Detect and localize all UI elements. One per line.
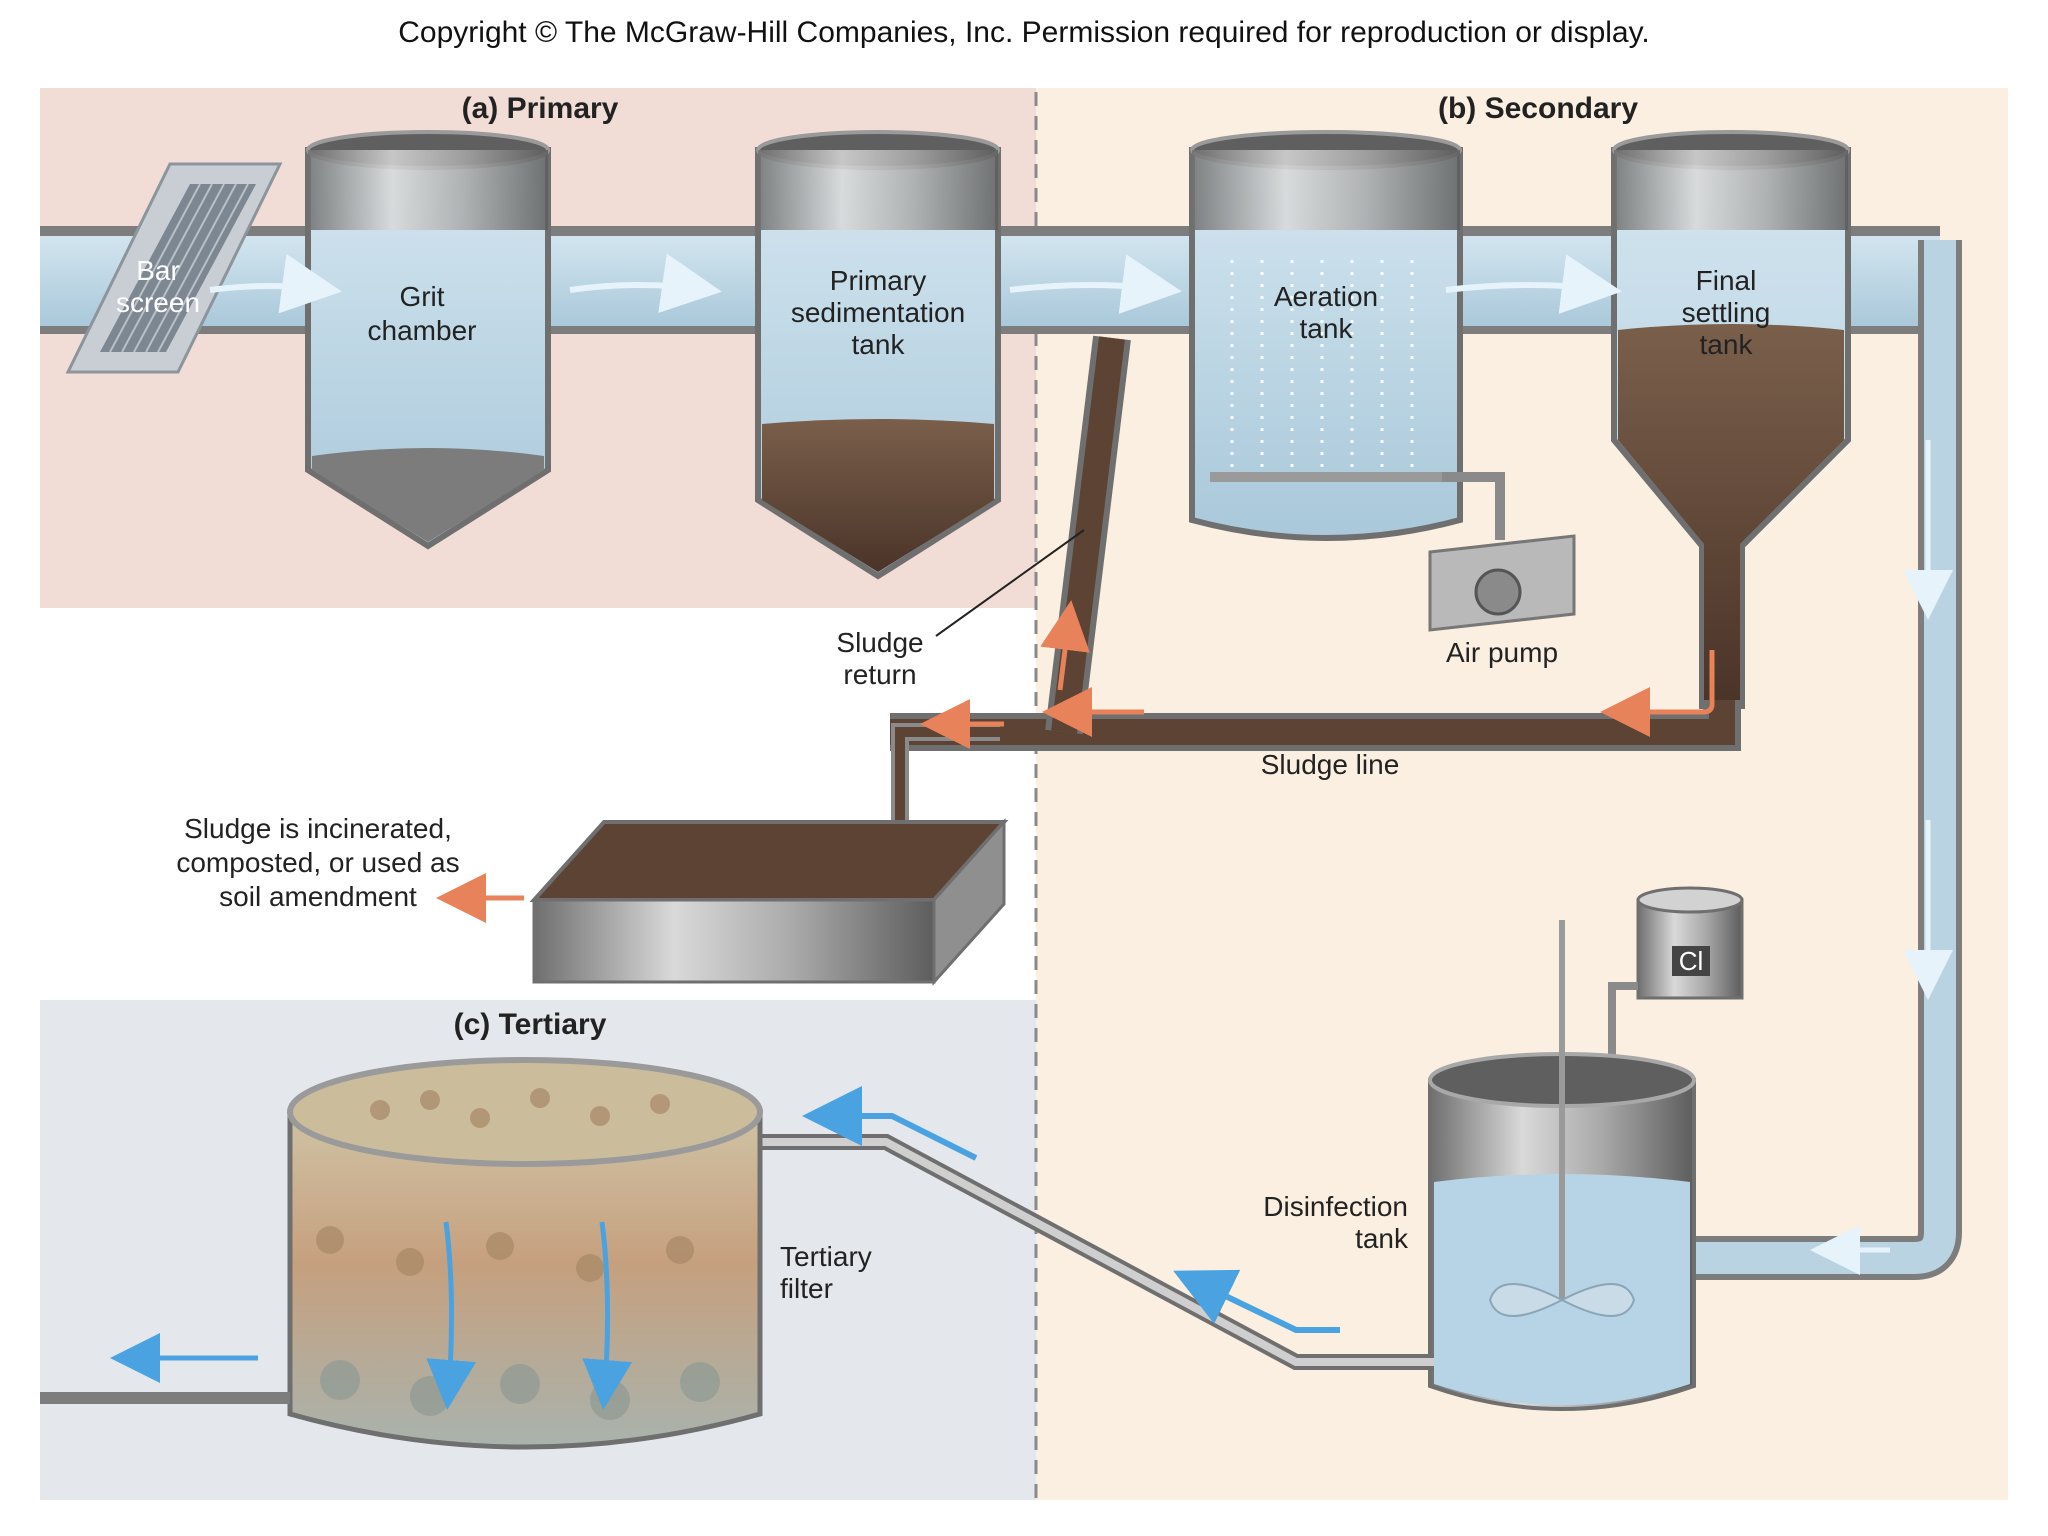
sludge-line-label: Sludge line <box>1261 749 1400 780</box>
tertiary-filter-label: Tertiary <box>780 1241 872 1272</box>
sludge-line <box>890 700 1741 751</box>
grit-chamber-label-2: chamber <box>368 315 477 346</box>
sludge-fate-label-2: composted, or used as <box>176 847 459 878</box>
final-settling-tank <box>1611 130 1851 709</box>
effluent-pipe <box>1690 240 1962 1280</box>
air-pump <box>1428 534 1576 632</box>
sludge-fate-label-3: soil amendment <box>219 881 417 912</box>
sludge-return-leader <box>935 529 1085 637</box>
channel-flow-arrows <box>209 253 1622 314</box>
primary-sedimentation-label: Primary <box>830 265 926 296</box>
bar-screen-label-2: screen <box>116 287 200 318</box>
aeration-tank <box>1189 130 1505 541</box>
sludge-return-label-2: return <box>843 659 916 690</box>
primary-sedimentation-label-3: tank <box>852 329 906 360</box>
grit-chamber <box>305 130 551 550</box>
sludge-flow-arrows <box>920 600 1715 749</box>
section-primary-title: (a) Primary <box>462 92 619 125</box>
aeration-tank-label-2: tank <box>1300 313 1354 344</box>
tertiary-flow-arrows <box>802 1086 1340 1333</box>
copyright-text: Copyright © The McGraw-Hill Companies, I… <box>398 16 1649 49</box>
disinfection-tank-label-2: tank <box>1355 1223 1409 1254</box>
primary-sedimentation-tank <box>755 130 1001 580</box>
aeration-tank-label: Aeration <box>1274 281 1378 312</box>
sludge-fate-label: Sludge is incinerated, <box>184 813 452 844</box>
sludge-tray <box>529 818 1009 986</box>
primary-sedimentation-label-2: sedimentation <box>791 297 965 328</box>
chlorine-label: Cl <box>1679 946 1704 976</box>
section-tertiary-title: (c) Tertiary <box>454 1008 607 1041</box>
sludge-return-pipe <box>1045 335 1131 735</box>
tertiary-filter-label-2: filter <box>780 1273 833 1304</box>
sludge-return-label: Sludge <box>836 627 923 658</box>
grit-chamber-label: Grit <box>399 281 444 312</box>
disinfection-tank <box>1428 920 1696 1411</box>
final-settling-label-3: tank <box>1700 329 1754 360</box>
disinfection-tank-label: Disinfection <box>1263 1191 1408 1222</box>
section-secondary-title: (b) Secondary <box>1438 92 1638 125</box>
final-settling-label: Final <box>1696 265 1757 296</box>
final-settling-label-2: settling <box>1682 297 1771 328</box>
bar-screen-label: Bar <box>136 255 180 286</box>
air-pump-label: Air pump <box>1446 637 1558 668</box>
bar-screen <box>65 162 283 374</box>
filter-flow-arrows <box>110 1221 633 1410</box>
chlorine-canister <box>1608 886 1744 1080</box>
effluent-flow-arrows <box>1810 440 1953 1275</box>
